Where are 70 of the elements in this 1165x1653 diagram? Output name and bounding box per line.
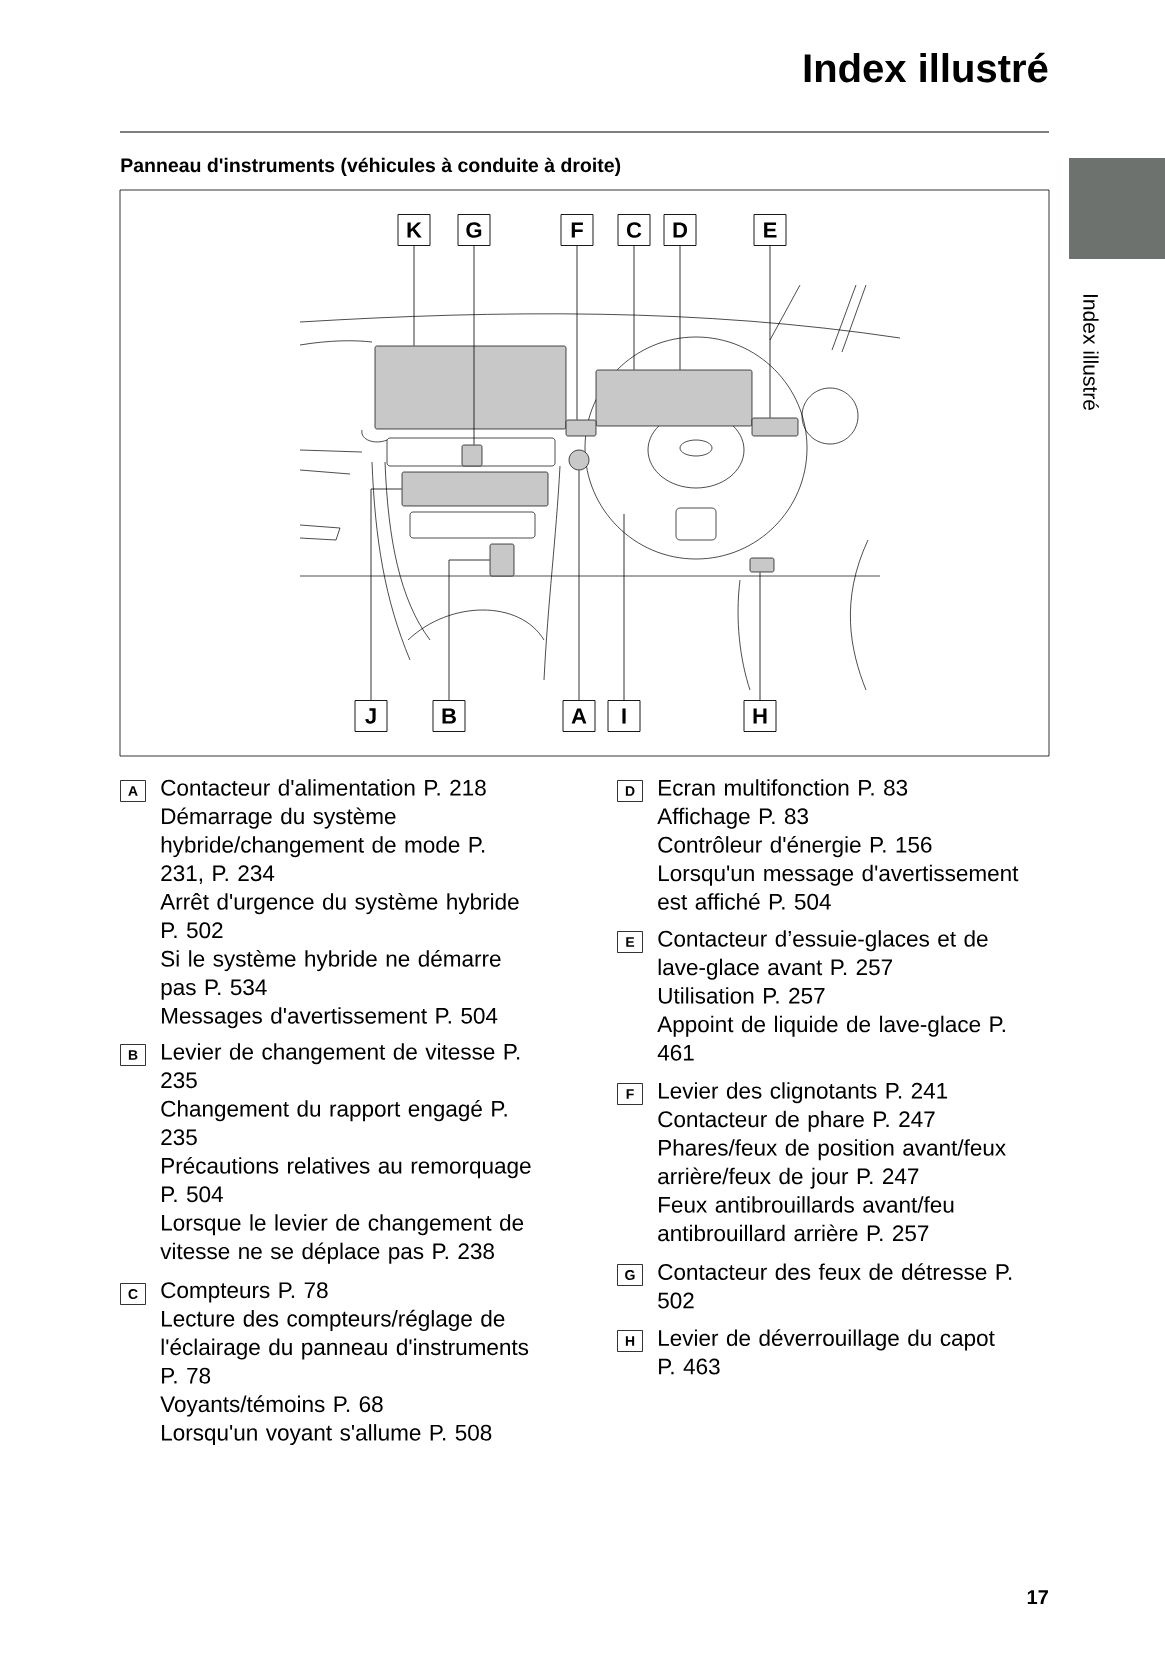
power-button — [568, 449, 590, 471]
callout-letter: A — [562, 700, 596, 732]
list-item: Lecture des compteurs/réglage de l'éclairage du panneau d'instruments P. 78 — [161, 1309, 529, 1384]
letter-box: G — [617, 1264, 643, 1286]
hazard-switch — [461, 444, 483, 467]
side-tab — [1069, 158, 1165, 259]
list-item: Levier de changement de vitesse P. 235 — [161, 1043, 520, 1089]
letter-box: H — [617, 1330, 643, 1352]
list-item: Affichage P. 83 — [657, 807, 808, 829]
list-item: Arrêt d'urgence du système hybride P. 502 — [160, 892, 519, 939]
list-item: Contacteur d'alimentation P. 218 — [161, 779, 486, 796]
leader-line — [473, 245, 475, 446]
leader-line — [769, 245, 771, 419]
letter-box: F — [617, 1083, 643, 1105]
leader-line — [759, 571, 761, 701]
list-item: Contacteur de phare P. 247 — [658, 1110, 935, 1132]
hood-release-lever — [749, 557, 775, 573]
list-item: Démarrage du système hybride/changement de mode P. 231, P. 234 — [161, 807, 485, 884]
leader-line — [679, 245, 681, 371]
list-item: Lorsqu'un voyant s'allume P. 508 — [162, 1424, 492, 1446]
shift-lever — [489, 543, 515, 577]
callout-letter: C — [617, 214, 651, 246]
leader-line — [623, 513, 625, 701]
leader-line — [578, 469, 580, 701]
callout-letter: E — [753, 214, 787, 246]
letter-box: A — [120, 780, 146, 802]
section-heading: Panneau d'instruments (véhicules à conduite à droite) — [121, 157, 621, 177]
list-item: Phares/feux de position avant/feux arrière/feux de jour P. 247 — [658, 1139, 1006, 1189]
callout-letter: H — [743, 700, 777, 732]
list-item: Feux antibrouillards avant/feu antibrouillard arrière P. 257 — [658, 1196, 954, 1242]
letter-box: D — [617, 780, 643, 802]
callout-letter: I — [607, 700, 641, 732]
callout-letter: F — [560, 214, 594, 246]
letter-box: B — [120, 1044, 146, 1066]
list-item: Changement du rapport engagé P. 235 — [161, 1099, 507, 1146]
callout-letter: J — [354, 700, 388, 732]
leader-line — [370, 488, 403, 701]
letter-box: E — [617, 931, 643, 953]
callout-letter: B — [432, 700, 466, 732]
list-item: Voyants/témoins P. 68 — [160, 1395, 383, 1417]
list-item: Contacteur des feux de détresse P. 502 — [658, 1263, 1012, 1309]
list-item: Compteurs P. 78 — [161, 1282, 328, 1303]
letter-box: C — [120, 1283, 146, 1305]
callout-letter: G — [457, 214, 491, 246]
leader-line — [576, 245, 578, 421]
page-title: Index illustré — [804, 52, 1048, 83]
console-panel — [401, 471, 549, 507]
list-item: Appoint de liquide de lave-glace P. 461 — [657, 1015, 1005, 1061]
leader-line — [448, 559, 491, 701]
list-item: Contacteur d’essuie-glaces et de lave-glace avant P. 257 — [658, 930, 988, 980]
leader-line — [633, 245, 635, 371]
list-item: Contrôleur d'énergie P. 156 — [658, 835, 932, 858]
tab-label: Index illustré — [1083, 295, 1099, 410]
turn-signal-lever — [565, 419, 597, 437]
list-item: Lorsqu'un message d'avertissement est affiché P. 504 — [658, 864, 1019, 910]
instrument-display — [595, 369, 753, 427]
callout-letter: K — [397, 214, 431, 246]
leader-line — [413, 245, 415, 347]
page-number: 17 — [1027, 1590, 1048, 1604]
list-item: Lorsque le levier de changement de vitesse ne se déplace pas P. 238 — [160, 1214, 524, 1264]
list-item: Si le système hybride ne démarre pas P. 534 — [161, 949, 501, 1000]
callout-letter: D — [663, 214, 697, 246]
list-item: Messages d'avertissement P. 504 — [162, 1007, 498, 1029]
list-item: Utilisation P. 257 — [658, 987, 825, 1004]
list-item: Levier des clignotants P. 241 — [659, 1082, 948, 1104]
list-item: Ecran multifonction P. 83 — [659, 779, 908, 796]
wiper-lever — [751, 417, 799, 437]
list-item: Précautions relatives au remorquage P. 504 — [162, 1156, 531, 1203]
list-item: Levier de déverrouillage du capot P. 463 — [659, 1329, 995, 1375]
display-screen — [374, 345, 567, 430]
